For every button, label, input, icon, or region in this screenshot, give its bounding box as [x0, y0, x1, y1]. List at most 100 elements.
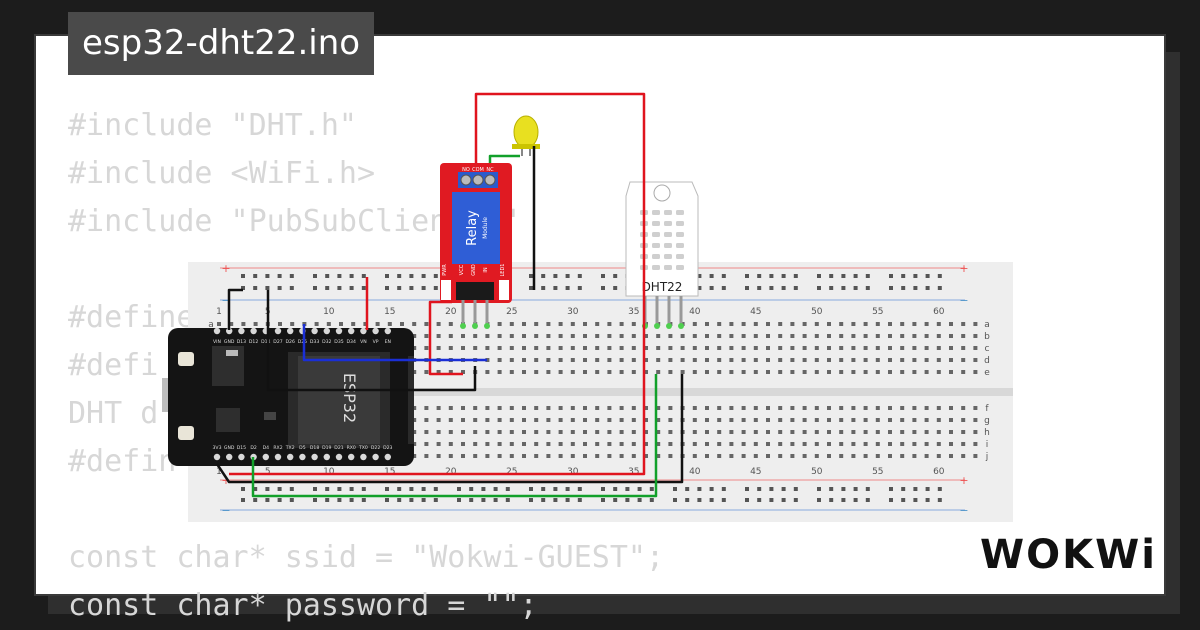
breadboard-hole[interactable]: [473, 418, 478, 422]
breadboard-hole[interactable]: [570, 370, 575, 374]
rail-hole[interactable]: [853, 274, 858, 278]
rail-hole[interactable]: [241, 498, 245, 502]
rail-hole[interactable]: [697, 487, 702, 491]
breadboard-hole[interactable]: [485, 370, 490, 374]
rail-hole[interactable]: [349, 286, 354, 290]
breadboard-hole[interactable]: [619, 430, 624, 434]
rail-hole[interactable]: [925, 274, 930, 278]
breadboard-hole[interactable]: [485, 418, 490, 422]
rail-hole[interactable]: [709, 274, 714, 278]
rail-hole[interactable]: [937, 498, 942, 502]
breadboard-hole[interactable]: [949, 346, 953, 350]
breadboard-hole[interactable]: [900, 430, 905, 434]
wire-red[interactable]: [229, 92, 646, 476]
breadboard-hole[interactable]: [875, 418, 880, 422]
breadboard-hole[interactable]: [278, 322, 282, 326]
breadboard-hole[interactable]: [461, 442, 465, 446]
breadboard-hole[interactable]: [936, 358, 941, 362]
rail-hole[interactable]: [265, 498, 270, 502]
breadboard-hole[interactable]: [497, 334, 502, 338]
esp32-pin[interactable]: [323, 453, 330, 461]
breadboard-hole[interactable]: [290, 322, 295, 326]
breadboard-hole[interactable]: [692, 454, 697, 458]
breadboard-hole[interactable]: [448, 430, 453, 434]
breadboard-hole[interactable]: [424, 334, 429, 338]
breadboard-hole[interactable]: [607, 358, 612, 362]
breadboard-hole[interactable]: [790, 370, 795, 374]
breadboard-hole[interactable]: [961, 322, 966, 326]
breadboard-hole[interactable]: [644, 430, 648, 434]
rail-hole[interactable]: [313, 274, 317, 278]
breadboard-hole[interactable]: [961, 418, 966, 422]
rail-hole[interactable]: [613, 487, 618, 491]
esp32-pin[interactable]: [311, 327, 318, 335]
breadboard-hole[interactable]: [766, 322, 770, 326]
rail-hole[interactable]: [313, 286, 317, 290]
rail-hole[interactable]: [385, 274, 389, 278]
rail-hole[interactable]: [745, 487, 749, 491]
rail-hole[interactable]: [289, 487, 294, 491]
breadboard-hole[interactable]: [522, 406, 526, 410]
rail-hole[interactable]: [337, 274, 342, 278]
breadboard-hole[interactable]: [900, 358, 905, 362]
rail-hole[interactable]: [937, 274, 942, 278]
breadboard-hole[interactable]: [644, 346, 648, 350]
breadboard-hole[interactable]: [753, 322, 758, 326]
rail-hole[interactable]: [637, 498, 642, 502]
breadboard-hole[interactable]: [631, 346, 636, 350]
wire-black[interactable]: [215, 374, 684, 484]
breadboard-hole[interactable]: [924, 406, 929, 410]
esp32-pin[interactable]: [372, 453, 379, 461]
breadboard-hole[interactable]: [570, 442, 575, 446]
rail-hole[interactable]: [745, 274, 749, 278]
breadboard-hole[interactable]: [717, 418, 722, 422]
breadboard-hole[interactable]: [485, 346, 490, 350]
breadboard-hole[interactable]: [497, 406, 502, 410]
breadboard-hole[interactable]: [973, 358, 978, 362]
breadboard-hole[interactable]: [778, 442, 783, 446]
breadboard-hole[interactable]: [473, 334, 478, 338]
breadboard-hole[interactable]: [936, 430, 941, 434]
breadboard-hole[interactable]: [509, 442, 514, 446]
breadboard-hole[interactable]: [656, 406, 661, 410]
breadboard-hole[interactable]: [949, 454, 953, 458]
breadboard-hole[interactable]: [912, 406, 917, 410]
rail-hole[interactable]: [865, 498, 870, 502]
breadboard-hole[interactable]: [522, 430, 526, 434]
breadboard-hole[interactable]: [546, 406, 551, 410]
breadboard-hole[interactable]: [888, 346, 892, 350]
breadboard-hole[interactable]: [595, 454, 600, 458]
breadboard-hole[interactable]: [753, 370, 758, 374]
rail-hole[interactable]: [601, 498, 605, 502]
esp32-pin[interactable]: [238, 453, 245, 461]
breadboard-hole[interactable]: [851, 406, 856, 410]
breadboard-hole[interactable]: [741, 454, 746, 458]
rail-hole[interactable]: [409, 274, 414, 278]
rail-hole[interactable]: [361, 498, 366, 502]
breadboard-hole[interactable]: [961, 370, 966, 374]
rail-hole[interactable]: [841, 487, 846, 491]
breadboard-hole[interactable]: [814, 322, 819, 326]
breadboard-hole[interactable]: [485, 454, 490, 458]
breadboard-hole[interactable]: [631, 442, 636, 446]
breadboard-hole[interactable]: [973, 334, 978, 338]
breadboard-hole[interactable]: [912, 442, 917, 446]
rail-hole[interactable]: [853, 498, 858, 502]
breadboard-hole[interactable]: [888, 442, 892, 446]
rail-hole[interactable]: [817, 274, 821, 278]
breadboard-hole[interactable]: [497, 346, 502, 350]
rail-hole[interactable]: [673, 498, 677, 502]
rail-hole[interactable]: [829, 498, 834, 502]
rail-hole[interactable]: [337, 498, 342, 502]
rail-hole[interactable]: [565, 487, 570, 491]
breadboard-hole[interactable]: [888, 322, 892, 326]
breadboard-hole[interactable]: [863, 358, 868, 362]
breadboard-hole[interactable]: [631, 334, 636, 338]
breadboard-hole[interactable]: [412, 346, 417, 350]
breadboard-hole[interactable]: [912, 346, 917, 350]
rail-hole[interactable]: [361, 274, 366, 278]
breadboard-hole[interactable]: [875, 406, 880, 410]
breadboard-hole[interactable]: [912, 322, 917, 326]
breadboard-hole[interactable]: [607, 406, 612, 410]
breadboard-hole[interactable]: [351, 322, 356, 326]
